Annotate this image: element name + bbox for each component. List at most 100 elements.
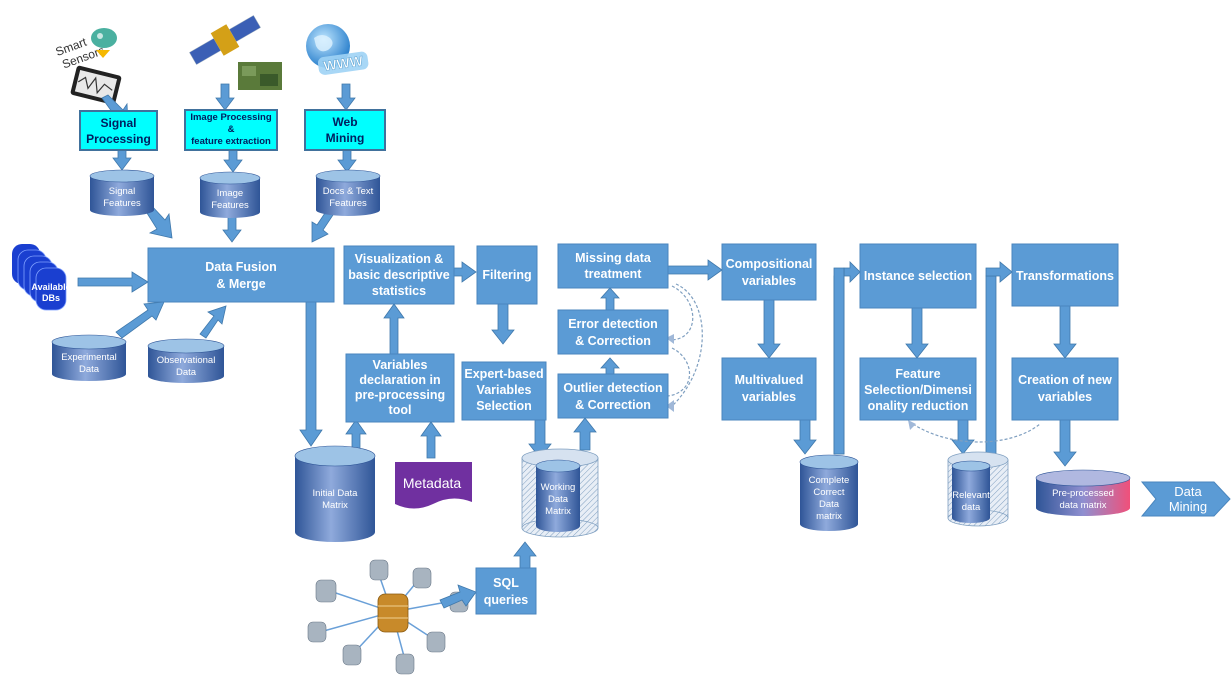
feature-selection-line1: Feature xyxy=(895,367,940,381)
signal-features-line2: Features xyxy=(103,198,141,209)
creation-new-vars-box: Creation of new variables xyxy=(1011,357,1119,421)
multivalued-line2: variables xyxy=(742,390,796,404)
initial-matrix-line1: Initial Data xyxy=(313,488,359,499)
expert-selection-box: Expert-based Variables Selection xyxy=(461,361,547,421)
expert-selection-line2: Variables xyxy=(477,383,532,397)
initial-matrix-line2: Matrix xyxy=(322,500,348,511)
error-detection-box: Error detection & Correction xyxy=(557,309,669,355)
data-mining-line1: Data xyxy=(1174,484,1202,499)
available-dbs-label-line2: DBs xyxy=(42,293,60,303)
observational-line1: Observational xyxy=(157,355,216,366)
feature-selection-line2: Selection/Dimensi xyxy=(864,383,972,397)
observational-data-cylinder: Observational Data xyxy=(147,338,225,383)
creation-new-vars-line2: variables xyxy=(1038,390,1092,404)
relevant-data-cylinder: Relevant data xyxy=(947,451,1009,527)
signal-features-line1: Signal xyxy=(109,186,135,197)
variables-declaration-line4: tool xyxy=(389,403,412,417)
multivalued-line1: Multivalued xyxy=(735,373,804,387)
complete-data-matrix-cylinder: Complete Correct Data matrix xyxy=(799,454,859,531)
observational-line2: Data xyxy=(176,367,197,378)
image-processing-box: Image Processing & feature extraction xyxy=(184,109,278,151)
variables-declaration-box: Variables declaration in pre-processing … xyxy=(345,353,455,423)
creation-new-vars-line1: Creation of new xyxy=(1018,373,1112,387)
docs-features-cylinder: Docs & Text Features xyxy=(315,169,381,216)
variables-declaration-line3: pre-processing xyxy=(355,388,445,402)
data-fusion-line1: Data Fusion xyxy=(205,260,277,274)
preprocessed-data-matrix-cylinder: Pre-processed data matrix xyxy=(1035,469,1131,516)
missing-data-line2: treatment xyxy=(585,267,643,281)
expert-selection-line1: Expert-based xyxy=(464,367,543,381)
outlier-detection-line1: Outlier detection xyxy=(563,381,662,395)
www-globe-icon: WWW xyxy=(306,24,369,75)
outlier-detection-box: Outlier detection & Correction xyxy=(557,373,669,419)
outlier-detection-line2: & Correction xyxy=(575,398,651,412)
visualization-line3: statistics xyxy=(372,284,426,298)
data-mining-chevron: Data Mining xyxy=(1140,481,1231,517)
sql-queries-line2: queries xyxy=(484,593,529,607)
instance-selection-label: Instance selection xyxy=(864,269,972,283)
transformations-box: Transformations xyxy=(1011,243,1119,307)
image-processing-line2: & xyxy=(228,124,235,135)
experimental-data-cylinder: Experimental Data xyxy=(51,334,127,381)
image-processing-line1: Image Processing xyxy=(190,112,272,123)
smart-sensors-icon: Smart Sensors xyxy=(54,28,122,105)
preprocessed-line1: Pre-processed xyxy=(1052,488,1114,499)
experimental-line2: Data xyxy=(79,364,100,375)
satellite-icon xyxy=(189,15,282,90)
compositional-line2: variables xyxy=(742,274,796,288)
www-label: WWW xyxy=(322,52,364,73)
expert-selection-line3: Selection xyxy=(476,399,532,413)
complete-matrix-line4: matrix xyxy=(816,511,842,522)
error-detection-line2: & Correction xyxy=(575,334,651,348)
working-matrix-line3: Matrix xyxy=(545,506,571,517)
image-features-cylinder: Image Features xyxy=(199,171,261,218)
available-dbs-icon: Available DBs xyxy=(12,244,71,311)
filtering-box: Filtering xyxy=(476,245,538,305)
docs-features-line2: Features xyxy=(329,198,367,209)
signal-features-cylinder: Signal Features xyxy=(89,169,155,216)
web-mining-line1: Web xyxy=(332,115,357,129)
signal-processing-box: Signal Processing xyxy=(79,110,158,151)
web-mining-line2: Mining xyxy=(326,131,365,145)
relevant-data-line2: data xyxy=(962,502,981,513)
available-dbs-label-line1: Available xyxy=(31,282,70,292)
flow-arrows xyxy=(77,83,1077,609)
transformations-label: Transformations xyxy=(1016,269,1114,283)
metadata-label: Metadata xyxy=(403,475,462,491)
preprocessed-line2: data matrix xyxy=(1060,500,1107,511)
data-mining-line2: Mining xyxy=(1169,499,1207,514)
complete-matrix-line1: Complete xyxy=(809,475,850,486)
image-features-line1: Image xyxy=(217,188,243,199)
variables-declaration-line2: declaration in xyxy=(359,373,440,387)
database-network-icon xyxy=(307,559,469,675)
sql-queries-box: SQL queries xyxy=(475,567,537,615)
data-fusion-line2: & Merge xyxy=(216,277,265,291)
feature-selection-line3: onality reduction xyxy=(868,399,969,413)
feature-selection-box: Feature Selection/Dimensi onality reduct… xyxy=(859,357,977,421)
variables-declaration-line1: Variables xyxy=(373,358,428,372)
working-matrix-line2: Data xyxy=(548,494,569,505)
initial-data-matrix-cylinder: Initial Data Matrix xyxy=(294,445,376,542)
error-detection-line1: Error detection xyxy=(568,317,658,331)
experimental-line1: Experimental xyxy=(61,352,116,363)
relevant-data-line1: Relevant xyxy=(952,490,990,501)
missing-data-line1: Missing data xyxy=(575,251,652,265)
filtering-label: Filtering xyxy=(482,268,531,282)
data-fusion-box: Data Fusion & Merge xyxy=(147,247,335,303)
working-data-matrix-cylinder: Working Data Matrix xyxy=(521,448,599,538)
docs-features-line1: Docs & Text xyxy=(323,186,374,197)
signal-processing-line1: Signal xyxy=(100,116,136,130)
complete-matrix-line3: Data xyxy=(819,499,840,510)
signal-processing-line2: Processing xyxy=(86,132,151,146)
image-features-line2: Features xyxy=(211,200,249,211)
missing-data-box: Missing data treatment xyxy=(557,243,669,289)
visualization-box: Visualization & basic descriptive statis… xyxy=(343,245,455,305)
complete-matrix-line2: Correct xyxy=(813,487,845,498)
visualization-line1: Visualization & xyxy=(355,252,444,266)
multivalued-box: Multivalued variables xyxy=(721,357,817,421)
compositional-box: Compositional variables xyxy=(721,243,817,301)
sql-queries-line1: SQL xyxy=(493,576,519,590)
metadata-document: Metadata xyxy=(395,462,472,509)
web-mining-box: Web Mining xyxy=(304,109,386,151)
